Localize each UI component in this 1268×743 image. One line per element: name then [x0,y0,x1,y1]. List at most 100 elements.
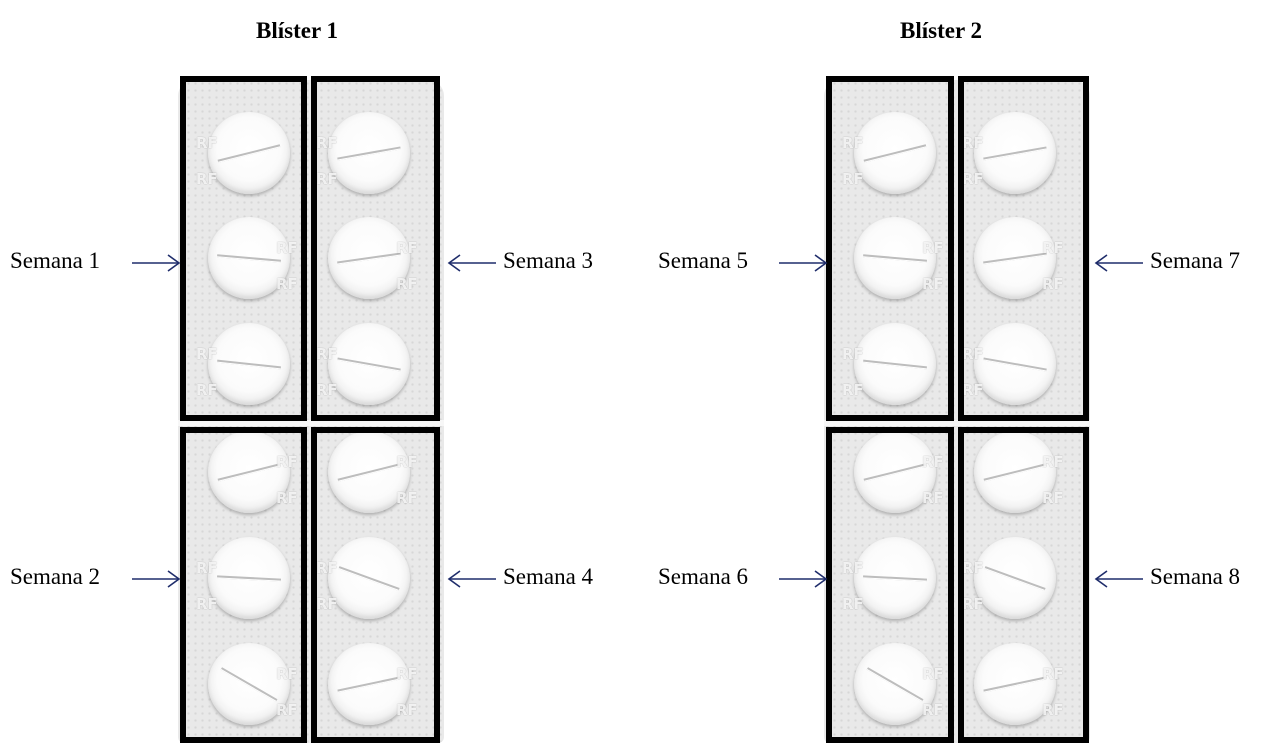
tablet: RF RF [842,537,936,619]
blister-divider [824,420,1090,426]
right-arrow-icon [132,570,181,588]
tablet: RF RF [974,643,1064,725]
watermark-text: RF [962,134,984,152]
watermark-text: RF [1042,701,1064,719]
tablet: RF RF [974,217,1064,299]
watermark-text: RF [1042,239,1064,257]
watermark-text: RF [962,595,984,613]
week-6-frame [826,427,954,743]
tablet: RF RF [208,217,298,299]
watermark-text: RF [316,381,338,399]
watermark-text: RF [396,701,418,719]
watermark-text: RF [316,345,338,363]
watermark-text: RF [196,345,218,363]
left-arrow-icon [447,254,496,272]
watermark-text: RF [922,701,944,719]
watermark-text: RF [196,134,218,152]
tablet: RF RF [974,431,1064,513]
week-4-label: Semana 4 [503,564,594,589]
watermark-text: RF [396,239,418,257]
watermark-text: RF [276,665,298,683]
week-1-frame [180,76,307,421]
week-6-label: Semana 6 [658,564,749,589]
tablet: RF RF [316,323,410,405]
watermark-text: RF [196,559,218,577]
watermark-text: RF [962,559,984,577]
watermark-text: RF [842,345,864,363]
week-5-label: Semana 5 [658,248,749,273]
watermark-text: RF [276,275,298,293]
tablet: RF RF [196,537,290,619]
watermark-text: RF [922,489,944,507]
watermark-text: RF [196,595,218,613]
week-2-label: Semana 2 [10,564,101,589]
tablet: RF RF [196,112,290,194]
tablet: RF RF [328,217,418,299]
tablet: RF RF [854,431,944,513]
watermark-text: RF [316,595,338,613]
tablet: RF RF [328,431,418,513]
week-7-label: Semana 7 [1150,248,1241,273]
week-8-frame [958,427,1089,743]
week-1-label: Semana 1 [10,248,101,273]
week-8-label: Semana 8 [1150,564,1241,589]
blister-2-title: Blíster 2 [900,18,982,43]
tablet: RF RF [196,323,290,405]
tablet: RF RF [208,643,298,725]
left-arrow-icon [1094,254,1143,272]
tablet: RF RF [962,537,1056,619]
right-arrow-icon [779,570,828,588]
watermark-text: RF [276,701,298,719]
watermark-text: RF [842,134,864,152]
watermark-text: RF [316,559,338,577]
watermark-text: RF [1042,275,1064,293]
left-arrow-icon [1094,570,1143,588]
blister-divider [178,420,444,426]
watermark-text: RF [922,239,944,257]
tablet: RF RF [842,112,936,194]
tablet: RF RF [854,643,944,725]
tablet: RF RF [842,323,936,405]
week-3-frame [311,76,440,421]
watermark-text: RF [396,453,418,471]
watermark-text: RF [1042,453,1064,471]
tablet: RF RF [208,431,298,513]
watermark-text: RF [842,170,864,188]
watermark-text: RF [276,489,298,507]
watermark-text: RF [922,453,944,471]
watermark-text: RF [962,381,984,399]
blister-1-title: Blíster 1 [256,18,338,43]
watermark-text: RF [842,559,864,577]
watermark-text: RF [962,345,984,363]
watermark-text: RF [922,275,944,293]
tablet: RF RF [316,537,410,619]
watermark-text: RF [196,381,218,399]
watermark-text: RF [842,381,864,399]
week-2-frame [180,427,307,743]
watermark-text: RF [396,275,418,293]
tablet: RF RF [962,112,1056,194]
tablet: RF RF [854,217,944,299]
watermark-text: RF [276,239,298,257]
watermark-text: RF [396,489,418,507]
watermark-text: RF [962,170,984,188]
week-7-frame [958,76,1089,421]
tablet: RF RF [962,323,1056,405]
watermark-text: RF [1042,489,1064,507]
watermark-text: RF [842,595,864,613]
week-5-frame [826,76,954,421]
watermark-text: RF [196,170,218,188]
right-arrow-icon [779,254,828,272]
watermark-text: RF [922,665,944,683]
watermark-text: RF [276,453,298,471]
tablet: RF RF [328,643,418,725]
week-3-label: Semana 3 [503,248,594,273]
right-arrow-icon [132,254,181,272]
watermark-text: RF [316,170,338,188]
watermark-text: RF [396,665,418,683]
watermark-text: RF [1042,665,1064,683]
week-4-frame [311,427,440,743]
left-arrow-icon [447,570,496,588]
